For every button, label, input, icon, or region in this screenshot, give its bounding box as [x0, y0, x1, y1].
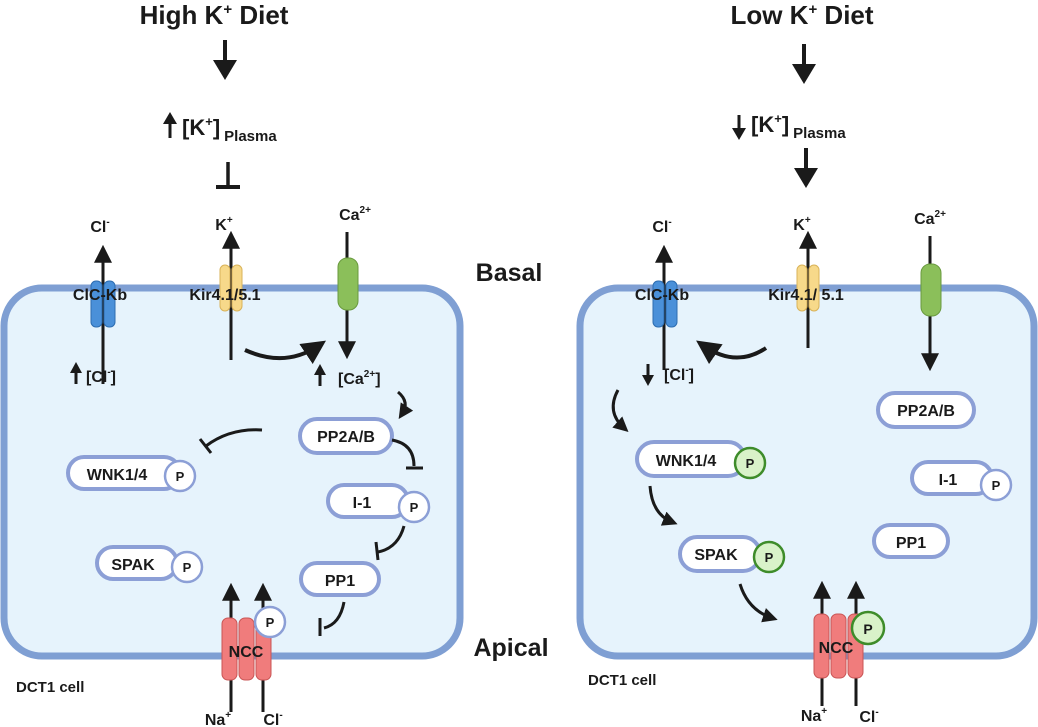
- right-ion-k: K+: [793, 215, 811, 234]
- right-panel: Low K+ Diet [K+]Plasma Cl- K+ Ca2+ ClC-K…: [576, 0, 1038, 726]
- left-plasma-k-increase: [163, 112, 177, 138]
- left-ncc-phospho: [253, 605, 287, 639]
- right-intracellular-cl: [Cl-]: [664, 365, 694, 384]
- left-ca-increase: [314, 364, 326, 386]
- right-wnk-phospho-label: P: [746, 456, 755, 471]
- left-ncc-label: NCC: [229, 644, 264, 661]
- left-down-arrow-1: [213, 40, 237, 80]
- right-spak-phospho: [752, 540, 786, 574]
- left-ion-ca: Ca2+: [339, 205, 371, 224]
- right-down-arrow-2: [794, 148, 818, 188]
- left-i1-inhibits-pp1: [377, 525, 406, 554]
- right-wnk-label: WNK1/4: [656, 453, 717, 470]
- left-wnk-phospho: [163, 459, 197, 493]
- left-intracellular-ca: [Ca2+]: [338, 369, 381, 388]
- left-ion-cl-bottom: Cl-: [263, 710, 282, 727]
- left-pp1-pill: [299, 561, 381, 597]
- right-pp2a-label: PP2A/B: [897, 403, 955, 420]
- left-spak-label: SPAK: [111, 557, 155, 574]
- right-ncc-phospho: [850, 610, 886, 646]
- right-pp2a-pill: [876, 391, 976, 429]
- right-i1-phospho-label: P: [992, 478, 1001, 493]
- right-cl-decrease: [642, 364, 654, 386]
- right-ncc-phospho-label: P: [863, 621, 872, 637]
- left-spak-phospho: [170, 550, 204, 584]
- left-panel: High K+ Diet [K+]Plasma Cl- K+ Ca2+: [0, 0, 549, 727]
- left-clc-kb-label: ClC-Kb: [73, 287, 127, 304]
- right-down-arrow-1: [792, 44, 816, 84]
- apical-label: Apical: [473, 634, 548, 662]
- right-clc-kb-label: ClC-Kb: [635, 287, 689, 304]
- right-kir-label: Kir4.1/ 5.1: [768, 287, 844, 304]
- left-spak-phospho-label: P: [183, 560, 192, 575]
- left-plasma-k: [K+]Plasma: [182, 114, 277, 145]
- left-i1-phospho-label: P: [410, 500, 419, 515]
- right-spak-label: SPAK: [694, 547, 738, 564]
- left-ca-to-pp2a-arrow: [396, 390, 414, 419]
- right-title: Low K+ Diet: [730, 0, 873, 30]
- left-inhibition-bar: [216, 162, 240, 189]
- left-ca-channel: [337, 257, 359, 311]
- right-plasma-k: [K+]Plasma: [751, 111, 846, 142]
- right-pp1-label: PP1: [896, 535, 926, 552]
- left-pp2a-label: PP2A/B: [317, 429, 375, 446]
- left-pp2a-inhibits-i1: [391, 438, 416, 467]
- left-clc-kb-channel: [90, 280, 116, 328]
- right-cl-to-wnk-arrow: [611, 389, 629, 432]
- right-cell-label: DCT1 cell: [588, 672, 656, 689]
- left-intracellular-cl: [Cl-]: [86, 367, 116, 386]
- right-spak-to-ncc-arrow: [738, 583, 778, 623]
- left-wnk-label: WNK1/4: [87, 467, 148, 484]
- right-spak-phospho-label: P: [765, 550, 774, 565]
- left-cl-increase: [70, 362, 82, 384]
- left-i1-label: I-1: [353, 495, 372, 512]
- right-plasma-k-decrease: [732, 115, 746, 140]
- right-wnk-phospho: [733, 446, 767, 480]
- left-kir-label: Kir4.1/5.1: [189, 287, 260, 304]
- right-i1-phospho: [979, 468, 1013, 502]
- left-kir-to-ca-arrow: [244, 340, 326, 364]
- right-ncc-label: NCC: [819, 640, 854, 657]
- right-ion-cl: Cl-: [652, 217, 671, 236]
- right-kir-channel: [796, 264, 820, 312]
- basal-label: Basal: [476, 259, 543, 287]
- right-i1-label: I-1: [939, 472, 958, 489]
- left-cell-label: DCT1 cell: [16, 679, 84, 696]
- right-wnk-to-spak-arrow: [648, 485, 678, 526]
- left-pp2a-inhibits-wnk: [205, 428, 263, 448]
- right-ion-ca: Ca2+: [914, 209, 946, 228]
- left-kir-channel: [219, 264, 243, 312]
- right-kir-to-cl-arrow: [696, 340, 768, 365]
- left-pp2a-pill: [298, 417, 394, 455]
- left-inhibit-bar-wnk: [198, 438, 213, 454]
- right-pp1-pill: [872, 523, 950, 559]
- left-wnk-phospho-label: P: [176, 469, 185, 484]
- left-i1-phospho: [397, 490, 431, 524]
- left-ion-cl: Cl-: [90, 217, 109, 236]
- left-ncc-phospho-label: P: [266, 615, 275, 630]
- left-title: High K+ Diet: [140, 0, 289, 30]
- left-ion-k: K+: [215, 215, 233, 234]
- right-ion-na: Na+: [801, 706, 827, 725]
- right-ion-cl-bottom: Cl-: [859, 707, 878, 726]
- left-pp1-label: PP1: [325, 573, 355, 590]
- left-inhibit-bar-pp1: [374, 541, 380, 561]
- left-pp1-inhibits-ncc: [323, 601, 346, 630]
- left-ion-na: Na+: [205, 710, 231, 727]
- right-ca-channel: [920, 263, 942, 317]
- right-clc-kb-channel: [652, 280, 678, 328]
